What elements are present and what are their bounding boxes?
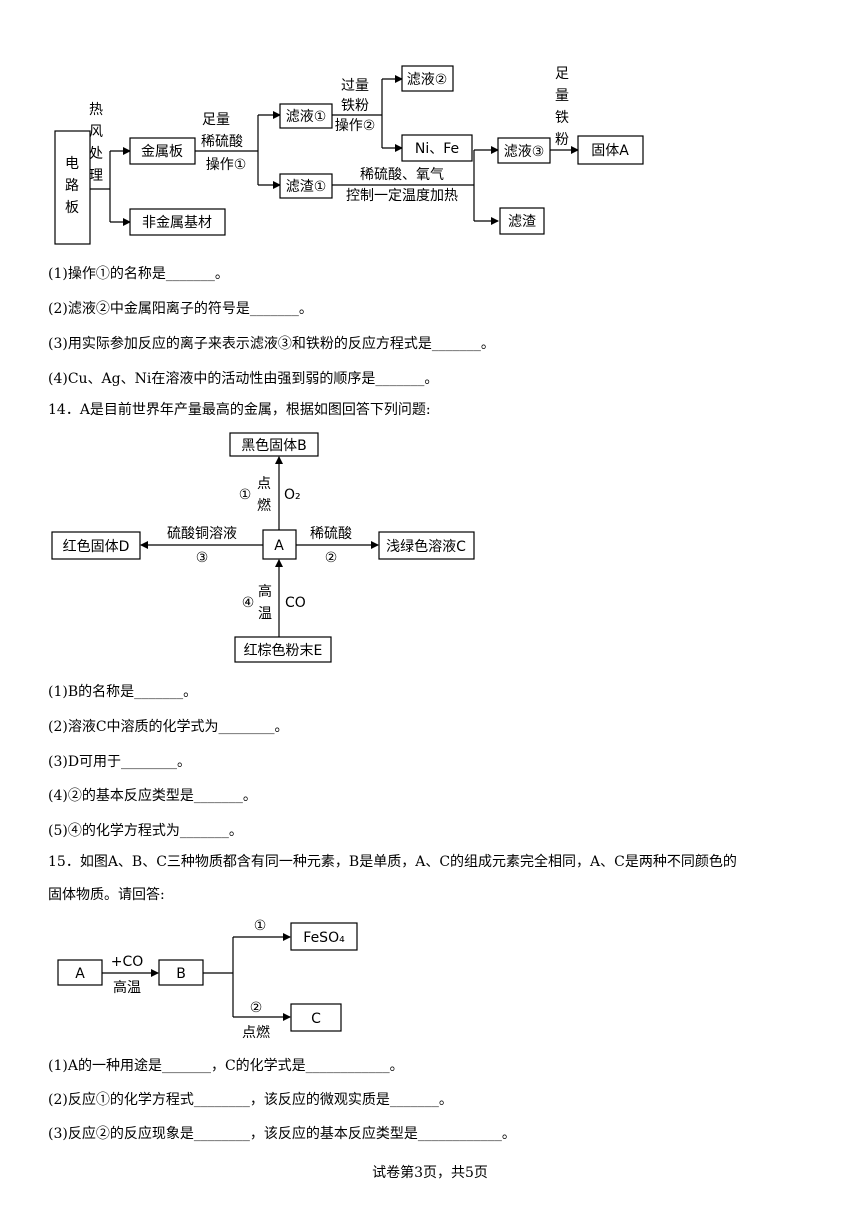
metal-plate-box [129,137,196,165]
iron-vertical-3: 铁 [555,110,569,126]
feso4-label: FeSO₄ [303,930,345,946]
reaction2-number-3: ② [250,1000,263,1016]
light-green-c-box [378,531,475,560]
iron-label-2: 铁粉 [341,98,369,114]
nonmetal-base-label: 非金属基材 [142,214,212,231]
residue1-box [279,173,333,199]
high-temp-label: 高温 [113,979,141,996]
q15-item-3: (3)反应②的反应现象是________，该反应的基本反应类型是________… [48,1126,516,1142]
feso4-box [290,922,358,951]
a-b-c-diagram: A +CO 高温 B ① FeSO₄ ② 点燃 C [57,918,358,1041]
reaction4-number: ④ [242,595,255,611]
acid-label-3: 操作① [206,157,247,173]
circuit-board-char-3: 板 [65,200,79,216]
q14-item-1: (1)B的名称是_______。 [48,684,198,700]
iron-reaction-diagram: 黑色固体B ① 点 燃 O₂ 红色固体D 硫酸铜溶液 ③ A 稀硫酸 ② 浅绿色… [51,432,475,663]
filtrate3-box [497,137,551,164]
ni-fe-label: Ni、Fe [415,141,459,157]
ni-fe-box [401,134,473,162]
residue-box [499,207,545,235]
o2-label: O₂ [284,487,301,503]
red-brown-e-box [234,636,332,663]
iron-label-1: 过量 [341,78,369,94]
copper-sulfate-label: 硫酸铜溶液 [167,526,237,542]
c3-box [290,1003,342,1032]
acid-label-1: 足量 [202,112,230,128]
q14-item-4: (4)②的基本反应类型是_______。 [48,788,257,804]
q15-item-2: (2)反应①的化学方程式________，该反应的微观实质是_______。 [48,1092,453,1108]
light-green-c-label: 浅绿色溶液C [386,538,466,555]
oxy-label-1: 稀硫酸、氧气 [360,167,444,183]
c3-label: C [311,1011,321,1027]
hot-air-char-4: 理 [89,168,103,184]
red-solid-d-label: 红色固体D [63,538,130,555]
q15-stem-line-1: 15．如图A、B、C三种物质都含有同一种元素，B是单质，A、C的组成元素完全相同… [48,854,737,870]
black-solid-b-label: 黑色固体B [241,437,307,454]
reaction2-number: ② [325,550,338,566]
iron-vertical-2: 量 [555,88,569,104]
q15-stem-line-2: 固体物质。请回答: [48,887,165,903]
high-temp-char-2: 温 [258,606,272,622]
red-brown-e-label: 红棕色粉末E [244,642,323,659]
reaction3-number: ③ [196,550,209,566]
q14-item-5: (5)④的化学方程式为_______。 [48,823,243,839]
ignite-char-1: 点 [257,476,271,492]
nonmetal-base-box [129,208,226,236]
solid-a-box [577,135,644,165]
circuit-board-char-1: 电 [65,156,79,172]
dilute-acid-label: 稀硫酸 [310,526,352,542]
circuit-board-box [54,130,91,245]
hot-air-char-1: 热 [89,102,103,118]
reaction1-number: ① [239,487,252,503]
residue1-label: 滤渣① [286,179,327,195]
iron-vertical-1: 足 [555,66,569,82]
q13-item-2: (2)滤液②中金属阳离子的符号是_______。 [48,301,313,317]
circuit-board-char-2: 路 [65,178,79,194]
filtrate3-label: 滤液③ [504,144,545,160]
q14-stem: 14．A是目前世界年产量最高的金属，根据如图回答下列问题: [48,402,431,418]
circuit-board-flowchart: 电 路 板 热 风 处 理 金属板 非金属基材 足量 稀硫酸 操作① 滤液① 滤… [54,65,644,245]
plus-co-label: +CO [111,954,144,970]
q13-item-4: (4)Cu、Ag、Ni在溶液中的活动性由强到弱的顺序是_______。 [48,371,439,387]
acid-label-2: 稀硫酸 [201,134,243,150]
ignite-label-3: 点燃 [242,1024,270,1041]
iron-vertical-4: 粉 [555,132,569,148]
co-label: CO [285,595,306,611]
a-label: A [274,538,284,554]
solid-a-label: 固体A [591,143,629,159]
filtrate2-label: 滤液② [407,72,448,88]
b3-label: B [176,966,186,982]
ignite-char-2: 燃 [257,497,271,514]
oxy-label-2: 控制一定温度加热 [346,188,458,204]
page-footer: 试卷第3页，共5页 [372,1165,488,1181]
q15-item-1: (1)A的一种用途是_______，C的化学式是____________。 [48,1058,404,1074]
filtrate1-label: 滤液① [286,109,327,125]
q14-item-2: (2)溶液C中溶质的化学式为________。 [48,719,289,735]
high-temp-char-1: 高 [258,583,272,600]
filtrate2-box [401,65,454,92]
q14-item-3: (3)D可用于________。 [48,754,192,770]
hot-air-char-3: 处 [89,146,103,162]
iron-label-3: 操作② [335,118,376,134]
hot-air-char-2: 风 [89,124,103,140]
red-solid-d-box [51,531,141,560]
residue-label: 滤渣 [508,214,536,230]
q13-item-3: (3)用实际参加反应的离子来表示滤液③和铁粉的反应方程式是_______。 [48,336,495,352]
reaction1-number-3: ① [254,918,267,934]
a3-label: A [75,966,85,982]
filtrate1-box [279,103,333,129]
black-solid-b-box [229,432,319,457]
metal-plate-label: 金属板 [141,144,183,160]
q13-item-1: (1)操作①的名称是_______。 [48,266,229,282]
